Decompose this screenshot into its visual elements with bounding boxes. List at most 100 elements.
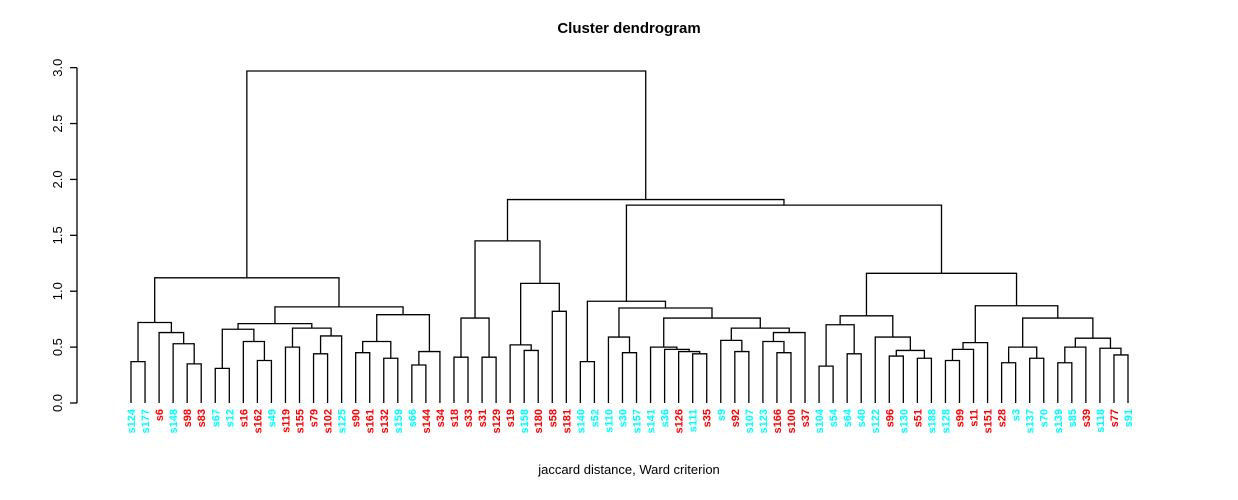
leaf-label: s83 — [196, 409, 208, 427]
dendrogram-link — [312, 353, 329, 403]
leaf-label: s49 — [266, 409, 278, 427]
leaf-label: s111 — [688, 409, 700, 432]
dendrogram-link — [607, 336, 631, 403]
dendrogram-link — [1064, 346, 1087, 403]
leaf-label: s140 — [575, 409, 587, 433]
leaf-label: s11 — [969, 409, 981, 427]
dendrogram-link — [214, 367, 230, 403]
leaf-label: s166 — [772, 409, 784, 433]
leaf-label: s19 — [505, 409, 517, 427]
dendrogram-link — [411, 364, 427, 403]
leaf-label: s30 — [617, 409, 629, 427]
leaf-label: s141 — [646, 409, 658, 433]
dendrogram-link — [154, 277, 340, 323]
leaf-label: s98 — [182, 409, 194, 427]
leaf-label: s67 — [210, 409, 222, 427]
y-tick-label: 1.5 — [50, 226, 65, 244]
leaf-label: s39 — [1081, 409, 1093, 427]
leaf-label: s100 — [786, 409, 798, 433]
leaf-label: s126 — [674, 409, 686, 433]
dendrogram-link — [579, 360, 596, 403]
dendrogram-link — [818, 365, 834, 403]
x-axis-label: jaccard distance, Ward criterion — [538, 462, 720, 477]
dendrogram-link — [284, 346, 301, 403]
dendrogram-link — [523, 349, 539, 403]
dendrogram-link — [1007, 346, 1038, 363]
leaf-label: s37 — [800, 409, 812, 427]
dendrogram-link — [551, 310, 567, 403]
leaf-label: s110 — [603, 409, 615, 433]
leaf-label: s92 — [730, 409, 742, 427]
dendrogram-link — [130, 360, 146, 403]
leaf-label: s34 — [435, 408, 447, 427]
dendrogram-link — [172, 343, 195, 403]
leaf-label: s188 — [926, 409, 938, 433]
chart-title: Cluster dendrogram — [557, 20, 701, 37]
leaf-label: s123 — [758, 409, 770, 433]
leaf-label: s132 — [379, 409, 391, 433]
leaf-label: s122 — [870, 409, 882, 433]
dendrogram-link — [186, 363, 202, 403]
leaf-label: s99 — [954, 409, 966, 427]
dendrogram-link — [474, 240, 541, 319]
dendrogram-link — [839, 315, 894, 338]
leaf-label: s9 — [716, 409, 728, 421]
leaf-label: s162 — [252, 409, 264, 433]
dendrogram-link — [720, 339, 743, 403]
leaf-label: s40 — [856, 409, 868, 427]
dendrogram-link — [865, 272, 1018, 316]
dendrogram-link — [618, 307, 713, 338]
leaf-label: s12 — [224, 409, 236, 427]
y-tick-label: 3.0 — [50, 59, 65, 77]
dendrogram-link — [734, 350, 750, 403]
dendrogram-link — [1029, 357, 1045, 403]
dendrogram-link — [825, 324, 855, 367]
dendrogram-link — [376, 314, 431, 352]
leaf-label: s130 — [898, 409, 910, 433]
dendrogram-link — [137, 321, 173, 362]
leaf-label: s77 — [1109, 409, 1121, 427]
leaf-label: s3 — [1011, 409, 1023, 421]
leaf-label: s85 — [1067, 409, 1079, 427]
leaf-label: s58 — [547, 409, 559, 427]
dendrogram-link — [772, 331, 806, 403]
y-tick-label: 0.0 — [50, 394, 65, 412]
leaf-label: s137 — [1025, 409, 1037, 433]
dendrogram-link — [453, 356, 469, 403]
dendrogram-link — [951, 348, 975, 403]
leaf-label: s18 — [449, 409, 461, 427]
leaf-label: s54 — [828, 408, 840, 427]
leaf-label: s157 — [632, 409, 644, 433]
leaf-label: s177 — [140, 409, 152, 433]
leaf-label: s31 — [477, 409, 489, 427]
dendrogram-link — [730, 327, 790, 341]
dendrogram-link — [221, 328, 255, 369]
dendrogram-link — [355, 352, 371, 403]
y-tick-label: 2.5 — [50, 114, 65, 132]
leaf-label: s148 — [168, 409, 180, 433]
leaf-label: s66 — [407, 409, 419, 427]
dendrogram-link — [692, 353, 708, 403]
leaf-label: s90 — [351, 409, 363, 427]
leaf-label: s91 — [1123, 409, 1135, 427]
leaf-label: s124 — [126, 408, 138, 433]
dendrogram-link — [383, 357, 399, 403]
dendrogram-link — [974, 305, 1059, 343]
leaf-label: s28 — [997, 409, 1009, 427]
leaf-label: s107 — [744, 409, 756, 433]
dendrogram-link — [362, 340, 392, 359]
dendrogram-link — [520, 282, 560, 345]
leaf-label: s51 — [912, 409, 924, 427]
leaf-label: s96 — [884, 409, 896, 427]
dendrogram-link — [509, 344, 532, 403]
dendrogram-link — [418, 350, 441, 403]
dendrogram-link — [846, 353, 862, 403]
dendrogram-link — [663, 348, 690, 403]
leaf-label: s35 — [702, 409, 714, 427]
leaf-label: s180 — [533, 409, 545, 433]
leaf-label: s144 — [421, 408, 433, 433]
leaf-label: s33 — [463, 409, 475, 427]
y-tick-label: 0.5 — [50, 338, 65, 356]
